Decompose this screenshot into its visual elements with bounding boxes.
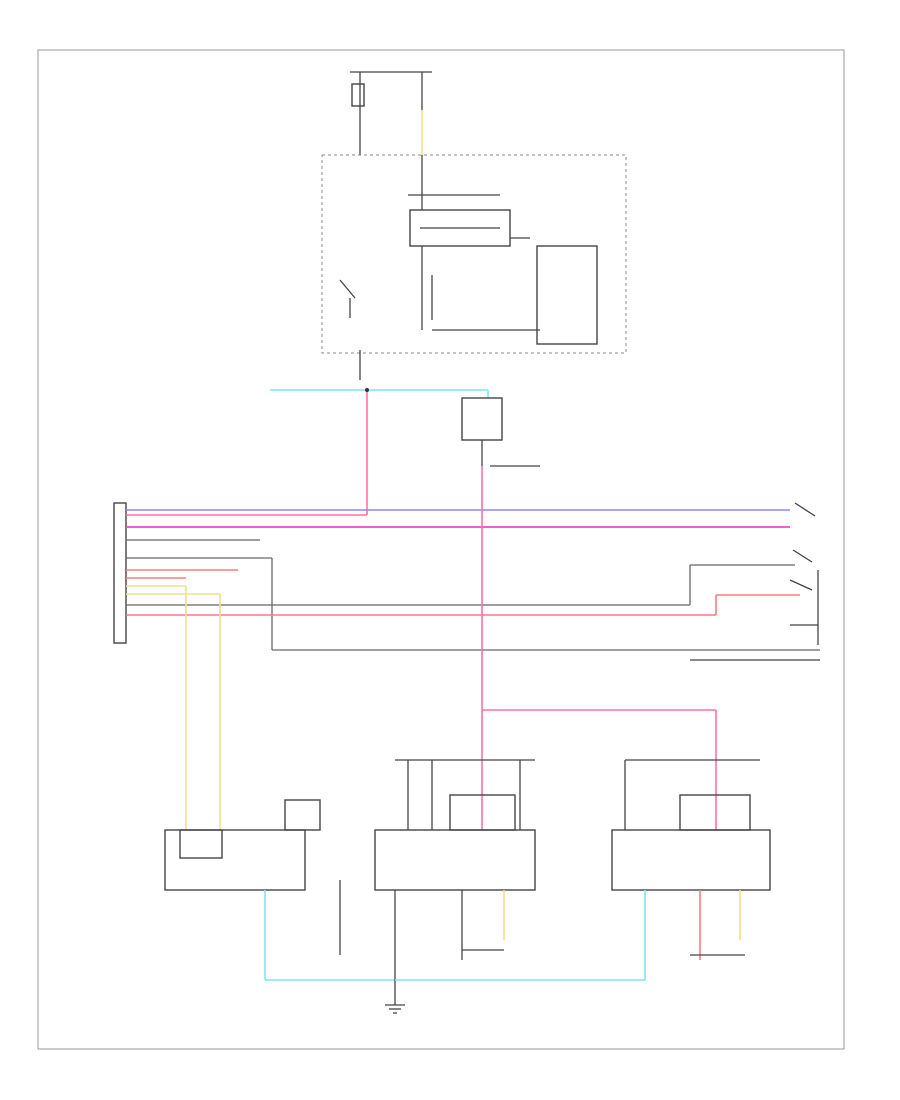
left-module-connector [113, 502, 820, 651]
ground-symbol [385, 995, 405, 1014]
top-fuse-section [321, 71, 627, 380]
right-switch-cluster [689, 502, 820, 661]
central-module-box [321, 154, 627, 354]
module-right [395, 759, 771, 981]
module-center [374, 759, 536, 995]
mid-splice-section [270, 388, 540, 515]
module-left [164, 799, 395, 981]
diagram-frame [37, 49, 845, 1050]
main-feed [185, 466, 717, 830]
